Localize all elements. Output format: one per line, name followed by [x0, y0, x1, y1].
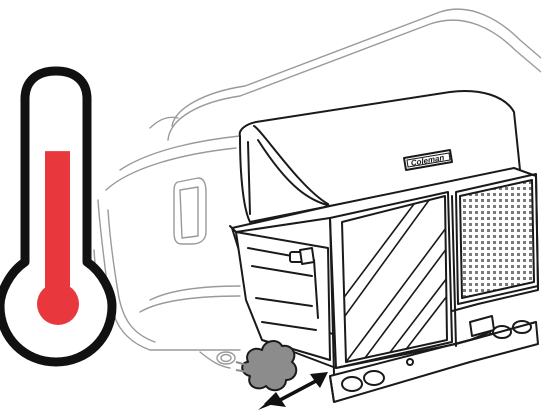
thermometer-icon	[0, 71, 112, 362]
thermometer-level	[45, 151, 70, 304]
exhaust-cloud-icon	[236, 341, 296, 390]
thermometer-bulb	[37, 283, 79, 325]
